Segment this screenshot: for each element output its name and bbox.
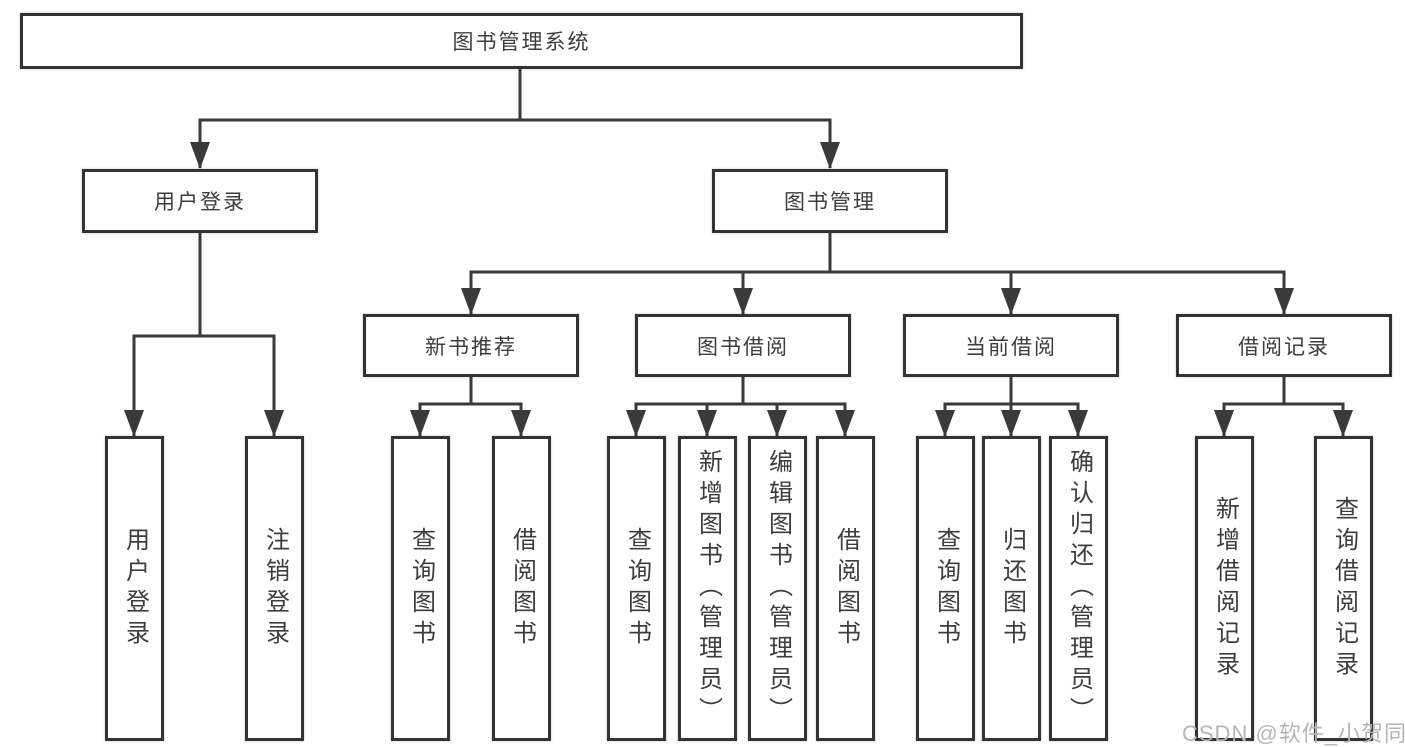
leaf-user-login: 用户登录 xyxy=(105,436,164,741)
node-label: 用户登录 xyxy=(154,191,246,214)
node-label: 查询借阅记录 xyxy=(1330,495,1358,682)
leaf-edit-book-admin: 编辑图书（管理员） xyxy=(748,436,807,741)
leaf-add-book-admin: 新增图书（管理员） xyxy=(678,436,737,741)
node-label: 借阅图书 xyxy=(832,526,860,651)
node-label: 编辑图书（管理员） xyxy=(764,449,792,728)
node-label: 借阅图书 xyxy=(508,526,536,651)
node-label: 注销登录 xyxy=(261,526,289,651)
node-label: 新书推荐 xyxy=(425,335,517,359)
leaf-query-books-recommend: 查询图书 xyxy=(391,436,450,741)
leaf-query-books-borrow: 查询图书 xyxy=(607,436,666,741)
node-label: 归还图书 xyxy=(998,526,1026,651)
leaf-query-books-current: 查询图书 xyxy=(916,436,975,741)
node-label: 借阅记录 xyxy=(1238,335,1330,359)
leaf-borrow-books: 借阅图书 xyxy=(816,436,875,741)
node-user-login: 用户登录 xyxy=(82,169,318,233)
node-label: 新增图书（管理员） xyxy=(694,449,722,728)
node-current-borrowing: 当前借阅 xyxy=(903,314,1119,377)
leaf-borrow-books-recommend: 借阅图书 xyxy=(492,436,551,741)
node-new-book-recommend: 新书推荐 xyxy=(363,314,579,377)
node-library-management-system: 图书管理系统 xyxy=(20,13,1023,69)
node-label: 查询图书 xyxy=(932,526,960,651)
node-label: 图书管理 xyxy=(784,191,876,214)
node-label: 图书借阅 xyxy=(697,335,789,359)
node-book-management: 图书管理 xyxy=(712,169,948,233)
leaf-confirm-return-admin: 确认归还（管理员） xyxy=(1049,436,1108,741)
csdn-watermark: CSDN @软件_小贺同学 xyxy=(1182,721,1405,746)
node-label: 图书管理系统 xyxy=(452,31,591,54)
node-label: 查询图书 xyxy=(407,526,435,651)
leaf-logout: 注销登录 xyxy=(245,436,304,741)
node-borrowing-records: 借阅记录 xyxy=(1176,314,1392,377)
leaf-return-book: 归还图书 xyxy=(982,436,1041,741)
leaf-query-borrow-record: 查询借阅记录 xyxy=(1314,436,1373,741)
node-label: 当前借阅 xyxy=(965,335,1057,359)
node-label: 查询图书 xyxy=(623,526,651,651)
node-label: 确认归还（管理员） xyxy=(1065,449,1093,728)
node-label: 新增借阅记录 xyxy=(1211,495,1239,682)
node-label: 用户登录 xyxy=(121,526,149,651)
leaf-add-borrow-record: 新增借阅记录 xyxy=(1195,436,1254,741)
node-book-borrowing: 图书借阅 xyxy=(635,314,851,377)
arrowheads xyxy=(124,142,1353,437)
